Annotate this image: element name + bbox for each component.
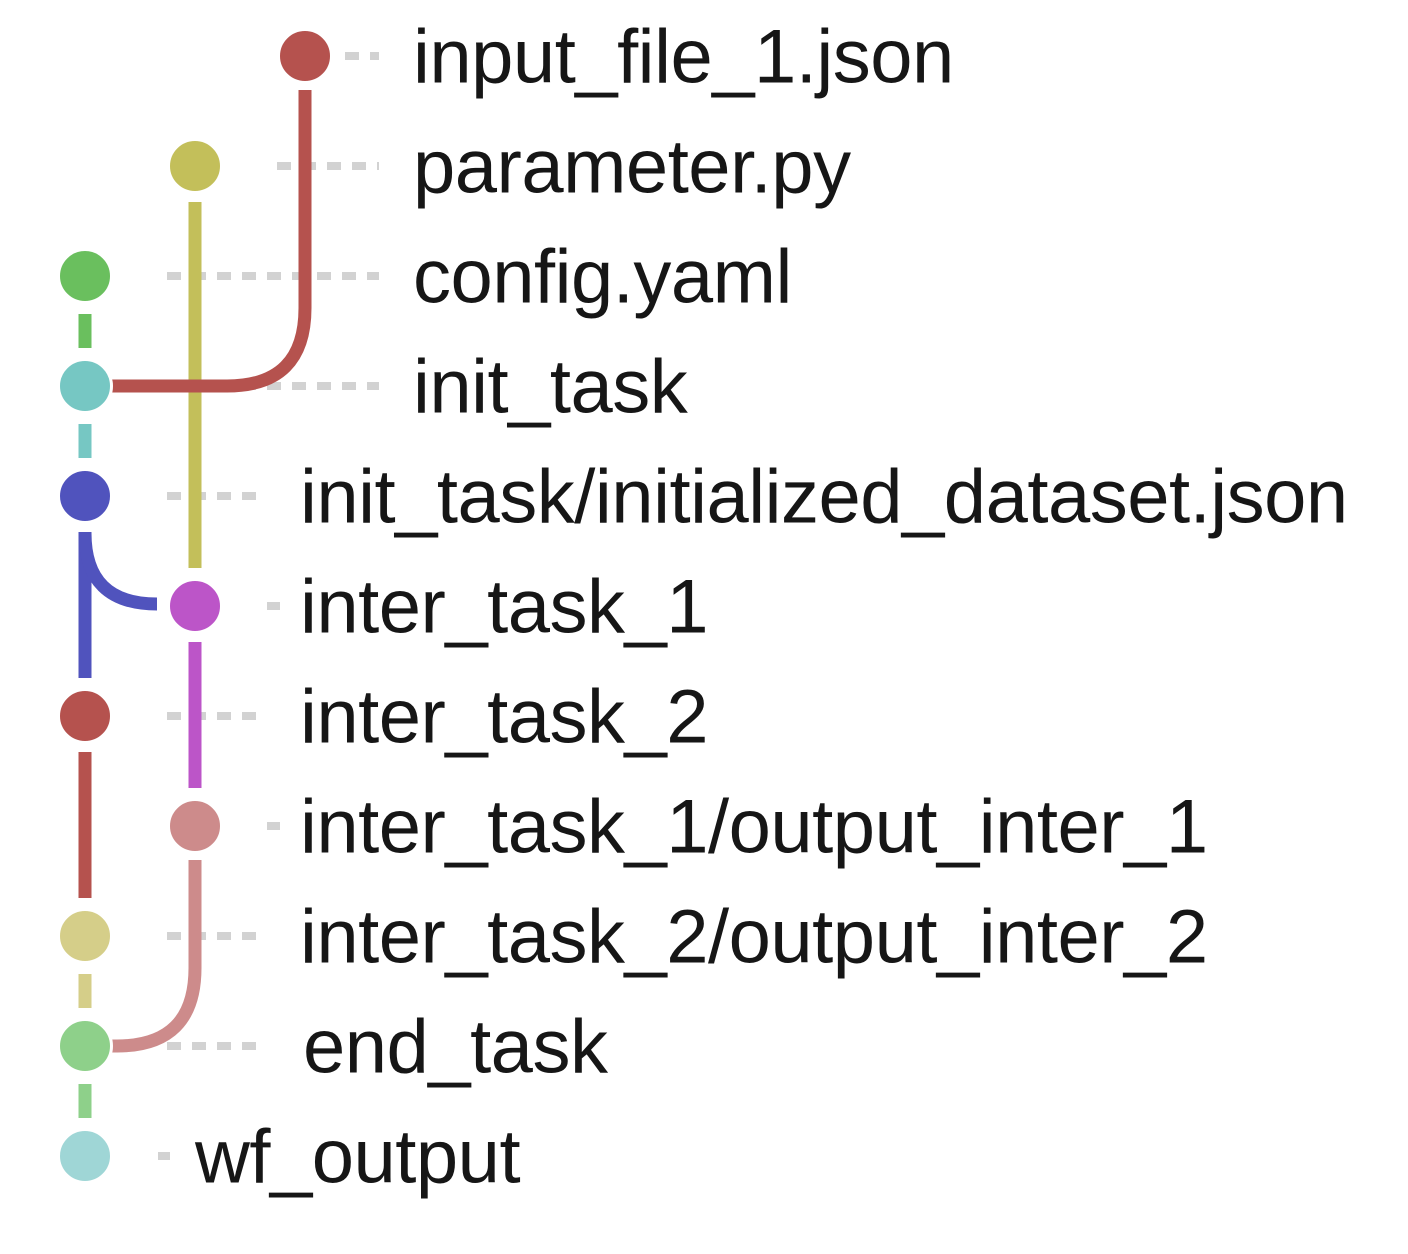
node-init-task xyxy=(57,358,113,414)
node-label-init-task: init_task xyxy=(413,345,689,430)
node-label-inter-task-1-output-inter-1: inter_task_1/output_inter_1 xyxy=(300,785,1208,870)
node-inter-task-2-output-inter-2 xyxy=(57,908,113,964)
node-inter-task-2 xyxy=(57,688,113,744)
node-label-input-file-1-json: input_file_1.json xyxy=(413,15,954,100)
node-label-inter-task-2-output-inter-2: inter_task_2/output_inter_2 xyxy=(300,895,1208,980)
node-input-file-1-json xyxy=(277,28,333,84)
node-init-task-initialized-dataset-json xyxy=(57,468,113,524)
node-wf-output xyxy=(57,1128,113,1184)
node-inter-task-1 xyxy=(167,578,223,634)
node-config-yaml xyxy=(57,248,113,304)
node-label-wf-output: wf_output xyxy=(194,1115,520,1200)
edge-input-file-1-json-to-init-task xyxy=(110,90,312,393)
edge-inter-task-1-output-inter-1-to-end-task xyxy=(110,860,202,1053)
node-label-config-yaml: config.yaml xyxy=(413,235,792,320)
node-label-end-task: end_task xyxy=(303,1005,609,1090)
node-inter-task-1-output-inter-1 xyxy=(167,798,223,854)
node-label-inter-task-1: inter_task_1 xyxy=(300,565,708,650)
node-parameter-py xyxy=(167,138,223,194)
node-label-parameter-py: parameter.py xyxy=(413,125,851,210)
edge-init-task-initialized-dataset-json-to-inter-task-1 xyxy=(78,532,158,611)
node-label-inter-task-2: inter_task_2 xyxy=(300,675,708,760)
node-label-init-task-initialized-dataset-json: init_task/initialized_dataset.json xyxy=(300,455,1348,540)
node-end-task xyxy=(57,1018,113,1074)
